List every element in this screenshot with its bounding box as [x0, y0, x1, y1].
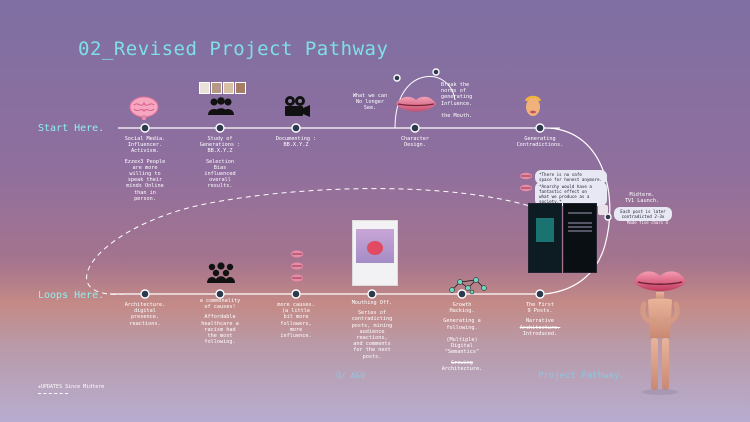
bottom-node-5-title: Growth Hacking. — [449, 302, 475, 315]
character-loop — [394, 76, 456, 129]
bottom-node-2-label: a commonality of causes! Affordable heal… — [188, 298, 252, 345]
bottom-node-2-title: a commonality of causes! — [199, 298, 241, 311]
callout-left: What we can No longer See. — [352, 93, 388, 112]
loop-node-a — [393, 74, 401, 82]
qa-label: Q/ A&Q — [336, 371, 365, 380]
bottom-node-2-sub: Affordable healthcare a racism had the m… — [201, 314, 239, 346]
growing-struck: Growing — [451, 359, 473, 366]
bottom-node-6 — [535, 289, 545, 299]
top-node-1 — [140, 123, 150, 133]
bottom-node-4 — [367, 289, 377, 299]
phone-screenshot-2 — [563, 203, 597, 273]
face-icon — [525, 95, 541, 116]
right-curve — [544, 127, 611, 295]
midterm-bubble: Each post is later contradicted 2-3x — [614, 207, 672, 221]
brain-icon — [129, 96, 159, 120]
bottom-node-6-label: The First 9 Posts. Narrative Architectur… — [508, 302, 572, 337]
bottom-node-5 — [457, 289, 467, 299]
comment-bubble-1: *There is no safe space for honest anymo… — [535, 170, 607, 184]
bottom-node-5-sub: Generating a following. (Multiple) Digit… — [443, 318, 481, 356]
lips-icon — [396, 96, 436, 112]
top-node-4-title: Character Design. — [400, 136, 430, 149]
top-node-3-title: Documenting : BB.X.Y.Z — [275, 136, 317, 149]
architecture-after: Architecture. — [441, 365, 483, 372]
bottom-node-5-label: Growth Hacking. Generating a following. … — [430, 302, 494, 372]
midterm-note: Made five chars 4 — [627, 220, 668, 225]
instagram-post-thumbnail — [352, 220, 398, 286]
top-node-1-title: Social Media. Influencer. Activism. — [124, 136, 166, 155]
project-pathway-label: Project Pathway. — [538, 371, 625, 381]
bottom-node-3 — [291, 289, 301, 299]
callout-right: Break the norms of generating Influence.… — [441, 82, 473, 120]
bottom-node-1 — [140, 289, 150, 299]
architecture-narr-struck: Architecture. — [519, 324, 561, 331]
video-camera-icon — [285, 96, 310, 117]
top-node-2 — [215, 123, 225, 133]
top-node-4 — [410, 123, 420, 133]
bottom-node-6-title: The First 9 Posts. — [525, 302, 555, 315]
generations-photos-icon — [199, 82, 246, 94]
top-node-2-title: Study of Generations : BB.X.Y.Z — [199, 136, 241, 155]
mouth-character-figure — [634, 271, 686, 395]
page-title: 02_Revised Project Pathway — [78, 38, 389, 60]
top-node-5-title: Generating Contradictions. — [516, 136, 564, 149]
phone-screenshot-1 — [528, 203, 562, 273]
midterm-label: Midterm. TV1 Launch. — [624, 192, 660, 205]
bottom-node-2 — [215, 289, 225, 299]
top-node-3-label: Documenting : BB.X.Y.Z — [264, 136, 328, 148]
crowd-icon — [207, 262, 235, 283]
midterm-node — [604, 213, 612, 221]
bottom-node-4-title: Mouthing Off. — [351, 300, 393, 306]
lips-small-icon-2 — [520, 184, 532, 192]
profile-thumbnail — [598, 205, 608, 215]
bottom-node-4-label: Mouthing Off. Series of contradicting po… — [340, 300, 404, 360]
bottom-node-3-label: more causes. (a little bit more follower… — [264, 302, 328, 339]
dashed-loop — [86, 188, 581, 295]
top-node-2-label: Study of Generations : BB.X.Y.Z Selectio… — [188, 136, 252, 190]
top-node-5-label: Generating Contradictions. — [508, 136, 572, 148]
bottom-node-4-sub: Series of contradicting posts, mining au… — [351, 310, 393, 360]
network-graph-icon — [449, 277, 487, 295]
top-node-5 — [535, 123, 545, 133]
loops-here-label: Loops Here. — [38, 290, 105, 301]
top-node-4-label: Character Design. — [383, 136, 447, 148]
comment-bubble-2: *Anarchy would have a fantastic effect o… — [535, 182, 607, 206]
top-node-1-sub: Ezzex3 People are more willing to speak … — [124, 158, 166, 202]
updates-note: ★UPDATES Since Midterm — [38, 384, 104, 394]
lips-stack-icon — [291, 250, 303, 282]
top-node-2-sub: Selection Bias influenced overall result… — [204, 158, 236, 190]
bottom-node-1-title: Architecture. digital presence. reaction… — [124, 302, 166, 327]
lips-small-icon-1 — [520, 172, 532, 180]
bottom-node-1-label: Architecture. digital presence. reaction… — [113, 302, 177, 327]
narrative-label: Narrative — [525, 318, 555, 325]
introduced-label: Introduced. — [522, 330, 558, 337]
top-node-1-label: Social Media. Influencer. Activism. Ezze… — [113, 136, 177, 202]
start-here-label: Start Here. — [38, 123, 105, 134]
people-group-icon — [208, 97, 234, 115]
bottom-node-3-title: more causes. (a little bit more follower… — [277, 302, 315, 340]
top-node-3 — [291, 123, 301, 133]
updates-note-text: ★UPDATES Since Midterm — [38, 384, 105, 390]
loop-node-b — [432, 68, 440, 76]
